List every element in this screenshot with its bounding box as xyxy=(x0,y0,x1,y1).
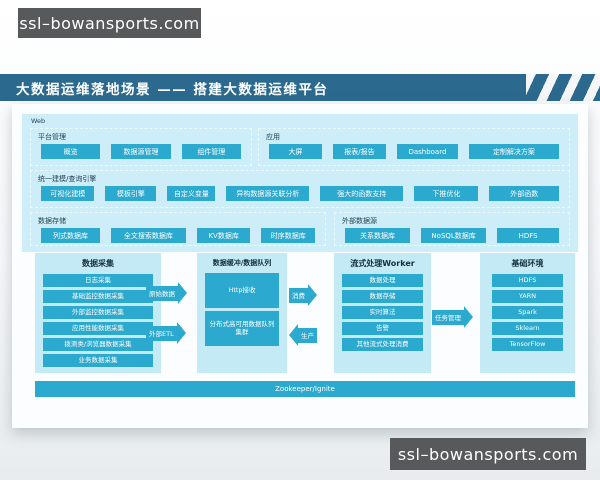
button-dashboard[interactable]: Dashboard xyxy=(396,144,458,159)
item-other-stream-consumers[interactable]: 其他流式处理消费 xyxy=(342,338,423,351)
page-title: 大数据运维落地场景 —— 搭建大数据运维平台 xyxy=(16,81,329,98)
item-data-processing[interactable]: 数据处理 xyxy=(342,274,423,287)
button-custom-solution[interactable]: 定制解决方案 xyxy=(468,144,559,159)
section-platform-management: 平台管理 概览 数据源管理 组件管理 xyxy=(30,128,252,166)
button-big-screen[interactable]: 大屏 xyxy=(269,144,322,159)
button-component-management[interactable]: 组件管理 xyxy=(181,144,241,159)
button-columnar-db[interactable]: 列式数据库 xyxy=(41,228,100,243)
arrow-label: 原始数据 xyxy=(146,285,178,301)
button-relational-db[interactable]: 关系数据库 xyxy=(345,228,411,243)
arrow-right-icon xyxy=(176,322,186,344)
column-title: 数据缓冲/数据队列 xyxy=(212,259,272,267)
item-yarn[interactable]: YARN xyxy=(492,290,563,303)
button-row: 可视化建模 模板引擎 自定义变量 异构数据源关联分析 强大的函数支持 下推优化 … xyxy=(31,186,569,201)
item-distributed-queue-cluster[interactable]: 分布式高可用数据队列集群 xyxy=(205,311,279,346)
section-label: 平台管理 xyxy=(38,133,66,141)
arrow-produce: 生产 xyxy=(289,324,317,346)
item-data-storage[interactable]: 数据存储 xyxy=(342,290,423,303)
web-layer-panel: Web 平台管理 概览 数据源管理 组件管理 应用 大屏 报表/报告 Dashb… xyxy=(22,114,578,252)
header-band: 大数据运维落地场景 —— 搭建大数据运维平台 xyxy=(0,74,600,101)
arrow-label: 任务管理 xyxy=(432,309,464,325)
section-application: 应用 大屏 报表/报告 Dashboard 定制解决方案 xyxy=(258,128,570,166)
column-stream-worker: 流式处理Worker 数据处理 数据存储 实时算法 告警 其他流式处理消费 xyxy=(334,253,431,373)
arrow-external-etl: 外部ETL xyxy=(146,322,186,344)
item-alerting[interactable]: 告警 xyxy=(342,322,423,335)
column-title: 流式处理Worker xyxy=(350,259,415,268)
section-label: 外部数据源 xyxy=(342,217,377,225)
arrow-raw-data: 原始数据 xyxy=(146,282,187,304)
item-sklearn[interactable]: Sklearn xyxy=(492,322,563,335)
item-business-collection[interactable]: 业务数据采集 xyxy=(43,354,153,367)
button-fulltext-db[interactable]: 全文搜索数据库 xyxy=(110,228,186,243)
button-function-support[interactable]: 强大的函数支持 xyxy=(320,186,404,201)
column-title: 基础环境 xyxy=(511,259,544,268)
button-row: 列式数据库 全文搜索数据库 KV数据库 时序数据库 xyxy=(31,228,325,243)
arrow-right-icon xyxy=(464,306,473,328)
header-stripes-decoration xyxy=(526,74,600,101)
diagram-card: Web 平台管理 概览 数据源管理 组件管理 应用 大屏 报表/报告 Dashb… xyxy=(12,104,588,428)
column-data-collection: 数据采集 日志采集 基础监控数据采集 外部监控数据采集 应用性能数据采集 拨测类… xyxy=(35,253,161,373)
arrow-task-management: 任务管理 xyxy=(432,306,473,328)
watermark-top: ssl–bowansports.com xyxy=(18,8,201,38)
arrow-label: 消费 xyxy=(289,287,308,303)
column-title: 数据采集 xyxy=(82,259,114,268)
button-kv-db[interactable]: KV数据库 xyxy=(196,228,251,243)
button-hdfs-source[interactable]: HDFS xyxy=(497,228,559,243)
arrow-label: 外部ETL xyxy=(146,325,177,341)
arrow-right-icon xyxy=(308,284,317,306)
button-heterogeneous-analysis[interactable]: 异构数据源关联分析 xyxy=(226,186,310,201)
item-http-receive[interactable]: Http接收 xyxy=(205,273,279,308)
item-realtime-algorithm[interactable]: 实时算法 xyxy=(342,306,423,319)
section-label: 数据存储 xyxy=(38,217,66,225)
item-spark[interactable]: Spark xyxy=(492,306,563,319)
item-apm-collection[interactable]: 应用性能数据采集 xyxy=(43,322,153,335)
item-basic-monitoring[interactable]: 基础监控数据采集 xyxy=(43,290,153,303)
button-datasource-management[interactable]: 数据源管理 xyxy=(111,144,171,159)
arrow-consume: 消费 xyxy=(289,284,317,306)
button-external-functions[interactable]: 外部函数 xyxy=(489,186,559,201)
button-visual-modeling[interactable]: 可视化建模 xyxy=(41,186,95,201)
button-nosql-db[interactable]: NoSQL数据库 xyxy=(421,228,487,243)
watermark-bottom: ssl–bowansports.com xyxy=(390,438,586,470)
button-timeseries-db[interactable]: 时序数据库 xyxy=(261,228,316,243)
item-external-monitoring[interactable]: 外部监控数据采集 xyxy=(43,306,153,319)
arrow-label: 生产 xyxy=(298,327,317,343)
button-reports[interactable]: 报表/报告 xyxy=(332,144,386,159)
web-label: Web xyxy=(31,117,46,125)
item-hdfs[interactable]: HDFS xyxy=(492,274,563,287)
button-pushdown-optimization[interactable]: 下推优化 xyxy=(414,186,479,201)
button-row: 大屏 报表/报告 Dashboard 定制解决方案 xyxy=(259,144,569,159)
section-data-storage: 数据存储 列式数据库 全文搜索数据库 KV数据库 时序数据库 xyxy=(30,212,326,246)
button-overview[interactable]: 概览 xyxy=(41,144,101,159)
button-row: 关系数据库 NoSQL数据库 HDFS xyxy=(335,228,569,243)
section-external-datasource: 外部数据源 关系数据库 NoSQL数据库 HDFS xyxy=(334,212,570,246)
column-base-environment: 基础环境 HDFS YARN Spark Sklearn TensorFlow xyxy=(480,253,575,373)
arrow-right-icon xyxy=(178,282,187,304)
item-tensorflow[interactable]: TensorFlow xyxy=(492,338,563,351)
button-custom-variables[interactable]: 自定义变量 xyxy=(167,186,216,201)
item-probe-browser-collection[interactable]: 拨测类/浏览器数据采集 xyxy=(43,338,153,351)
item-log-collection[interactable]: 日志采集 xyxy=(43,274,153,287)
coordination-bar: Zookeeper/Ignite xyxy=(35,381,575,397)
section-label: 应用 xyxy=(266,133,280,141)
arrow-left-icon xyxy=(289,324,298,346)
button-row: 概览 数据源管理 组件管理 xyxy=(31,144,251,159)
column-data-buffer-queue: 数据缓冲/数据队列 Http接收 分布式高可用数据队列集群 xyxy=(197,253,287,373)
section-query-engine: 统一建模/查询引擎 可视化建模 模板引擎 自定义变量 异构数据源关联分析 强大的… xyxy=(30,170,570,208)
section-label: 统一建模/查询引擎 xyxy=(38,175,97,183)
button-template-engine[interactable]: 模板引擎 xyxy=(105,186,157,201)
